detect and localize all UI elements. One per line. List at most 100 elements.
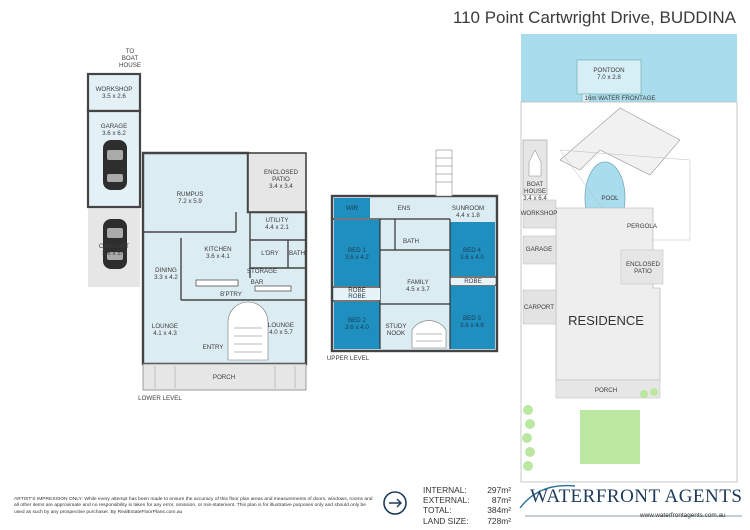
room-label: PONTOON — [593, 67, 624, 74]
site-label: WORKSHOP — [521, 210, 558, 217]
brand-logo: WATERFRONT AGENTS — [530, 486, 743, 507]
room-label: CARPORT — [99, 243, 129, 250]
room-label: ROBE — [348, 293, 366, 300]
bed2-room — [334, 302, 380, 349]
enclosed-patio — [247, 152, 307, 213]
garage-room — [86, 109, 142, 209]
stair-lower — [227, 301, 269, 361]
level-caption: UPPER LEVEL — [327, 355, 370, 362]
room-label: ENCLOSED — [264, 169, 299, 176]
site-label: PERGOLA — [627, 223, 658, 230]
room-label: LOUNGE — [152, 323, 178, 330]
disclaimer: ARTIST'S IMPRESSION ONLY: While every at… — [14, 497, 373, 515]
room-label: B'PTRY — [220, 291, 242, 298]
room-label: ROBE — [348, 287, 366, 294]
room-size: 4.4 x 2.1 — [265, 224, 289, 231]
site-porch — [555, 379, 661, 399]
room-size: 3.4 x 6.4 — [523, 195, 547, 202]
room-label: ENTRY — [203, 344, 224, 351]
site-label: PATIO — [634, 268, 652, 275]
residence-label: RESIDENCE — [568, 313, 644, 328]
site-label: GARAGE — [526, 246, 552, 253]
level-caption: LOWER LEVEL — [138, 395, 182, 402]
bed1-room — [334, 220, 380, 286]
lawn — [580, 410, 640, 464]
room-label: L'DRY — [261, 250, 279, 257]
room-label: RUMPUS — [177, 191, 204, 198]
room-label: STUDY — [386, 323, 407, 330]
boat-house — [522, 139, 548, 196]
bed3-room — [450, 286, 495, 349]
room-label: WIR — [346, 205, 359, 212]
room-label: WORKSHOP — [96, 86, 133, 93]
room-label: ROBE — [464, 278, 482, 285]
room-label: BED 3 — [463, 315, 481, 322]
room-label: BATH — [403, 238, 419, 245]
site-label: ENCLOSED — [626, 261, 661, 268]
room-size: 4.0 x 5.7 — [269, 329, 293, 336]
lower-porch — [142, 363, 307, 391]
room-label: DINING — [155, 267, 177, 274]
room-label: HOUSE — [524, 188, 546, 195]
room-label: UTILITY — [265, 217, 288, 224]
lower-level-plan — [86, 72, 308, 391]
brand-swoosh-icon — [519, 484, 576, 509]
residence-footprint — [555, 207, 661, 381]
room-label: BAR — [251, 279, 264, 286]
room-size: 4.1 x 4.3 — [153, 330, 177, 337]
room-label: BED 4 — [463, 247, 481, 254]
room-label: GARAGE — [101, 123, 127, 130]
room-label: NOOK — [387, 330, 406, 337]
area-summary: INTERNAL:297m² EXTERNAL:87m² TOTAL:384m²… — [423, 485, 511, 526]
room-label: STORAGE — [247, 268, 277, 275]
room-label: FAMILY — [407, 279, 429, 286]
external-stair — [435, 149, 453, 197]
room-label: LOUNGE — [268, 322, 294, 329]
room-size: 4.4 x 1.8 — [456, 212, 480, 219]
wir-room — [334, 198, 370, 218]
site-label: CARPORT — [524, 304, 554, 311]
upper-level-plan — [330, 149, 499, 353]
room-label: BOAT — [527, 181, 544, 188]
area-row: LAND SIZE:728m² — [423, 515, 511, 526]
room-size: 3.6 x 4.8 — [460, 322, 484, 329]
bed4-room — [450, 222, 495, 276]
shrubs — [522, 388, 658, 471]
area-row: TOTAL:384m² — [423, 505, 511, 516]
area-row: EXTERNAL:87m² — [423, 495, 511, 506]
site-label: POOL — [601, 195, 619, 202]
pontoon — [576, 59, 642, 95]
room-size: 3.6 x 4.1 — [206, 253, 230, 260]
area-row: INTERNAL:297m² — [423, 485, 511, 495]
property-address: 110 Point Cartwright Drive, BUDDINA — [452, 8, 736, 27]
site-enclosed-patio — [620, 249, 664, 285]
room-size: 3.4 x 3.4 — [269, 183, 293, 190]
site-label: PORCH — [595, 387, 617, 394]
room-size: 3.6 x 4.0 — [345, 324, 369, 331]
stair-upper — [411, 320, 447, 349]
room-label: TO — [126, 48, 135, 55]
car-icon — [103, 219, 127, 269]
room-label: BATH — [289, 250, 305, 257]
room-label: PATIO — [272, 176, 290, 183]
frontage-label: 16m WATER FRONTAGE — [584, 95, 655, 102]
room-label: SUNROOM — [452, 205, 484, 212]
room-size: 3.6 x 4.0 — [460, 254, 484, 261]
room-label: ENS — [398, 205, 411, 212]
room-size: 3.6 x 6.2 — [102, 130, 126, 137]
room-label: KITCHEN — [204, 246, 231, 253]
room-size: 3.3 x 4.2 — [154, 274, 178, 281]
room-size: 3.6 x 5.7 — [102, 250, 126, 257]
room-size: 4.5 x 3.7 — [406, 286, 430, 293]
room-label: BOAT — [122, 55, 139, 62]
room-size: 3.5 x 2.6 — [102, 93, 126, 100]
room-label: BED 1 — [348, 247, 366, 254]
room-label: HOUSE — [119, 62, 141, 69]
website: www.waterfrontagents.com.au — [640, 512, 726, 519]
room-label: PORCH — [213, 374, 235, 381]
room-size: 3.6 x 4.2 — [345, 254, 369, 261]
car-icon — [103, 140, 127, 190]
compass-icon — [383, 491, 407, 515]
room-size: 7.0 x 2.8 — [597, 74, 621, 81]
